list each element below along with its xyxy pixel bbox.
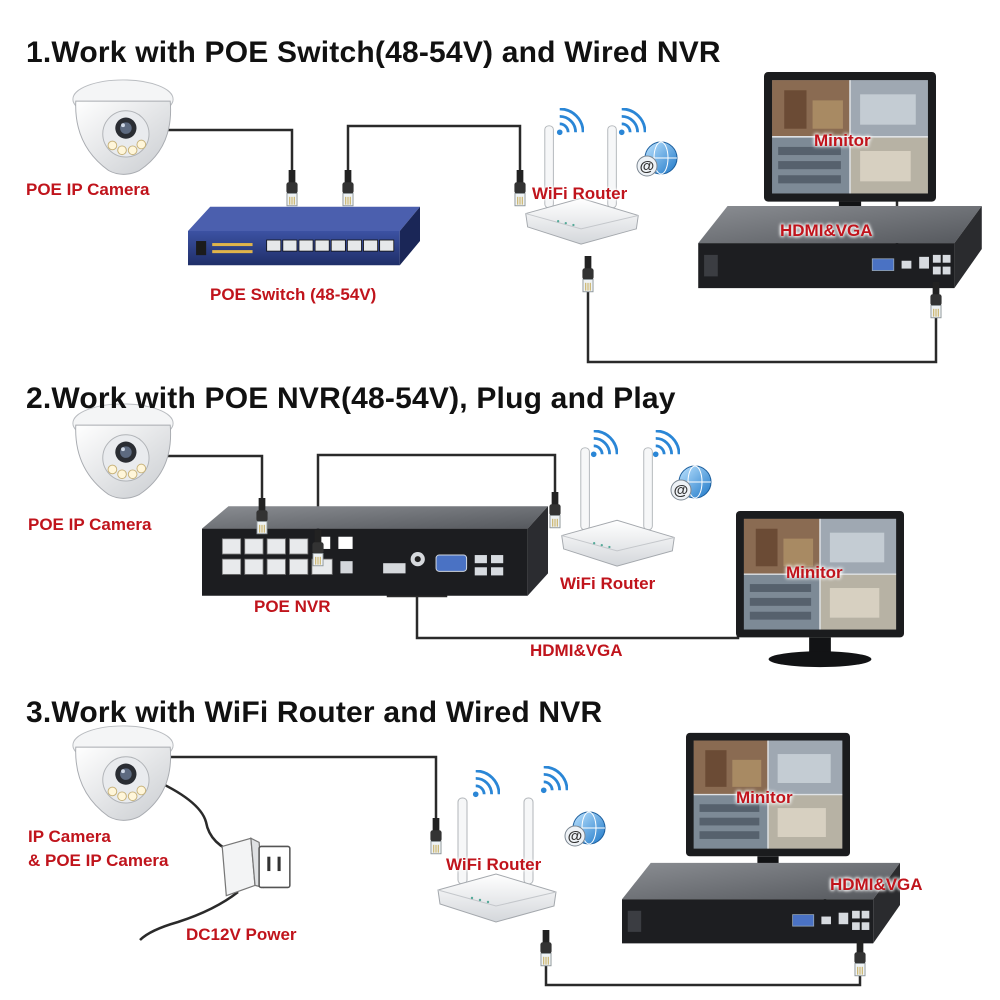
cable-power-lead-3 xyxy=(139,891,239,941)
cable-camera-to-router-3 xyxy=(165,755,438,820)
cable-nvr-to-monitor-2 xyxy=(415,596,740,640)
rj45-plug-icon xyxy=(255,498,269,535)
wifi-signal-icon xyxy=(556,108,584,136)
rj45-plug-icon xyxy=(285,170,299,207)
monitor-icon xyxy=(736,510,904,668)
wifi-signal-icon xyxy=(618,108,646,136)
cable-router-to-nvr-3 xyxy=(544,948,862,987)
rj45-plug-icon xyxy=(539,930,553,967)
hdmi-vga-label-3: HDMI&VGA xyxy=(830,875,923,894)
rj45-plug-icon xyxy=(341,170,355,207)
router-label-1: WiFi Router xyxy=(532,184,628,203)
nvr-label-2: POE NVR xyxy=(254,597,331,616)
rj45-plug-icon xyxy=(853,940,867,977)
cable-nvr-to-router-2 xyxy=(316,453,557,536)
rj45-plug-icon xyxy=(581,256,595,293)
monitor-label-2: Minitor xyxy=(786,563,843,582)
camera-label-2: POE IP Camera xyxy=(28,515,152,534)
wifi-signal-icon xyxy=(590,430,618,458)
internet-globe-icon xyxy=(670,465,712,501)
dome-camera-icon xyxy=(72,725,174,821)
internet-globe-icon xyxy=(636,141,678,177)
cable-camera-to-switch-1 xyxy=(150,128,294,172)
wifi-signal-icon xyxy=(472,770,500,798)
monitor-label-1: Minitor xyxy=(814,131,871,150)
nvr-recorder-icon xyxy=(698,206,982,289)
poe-nvr-icon xyxy=(202,506,548,597)
section-2-title: 2.Work with POE NVR(48-54V), Plug and Pl… xyxy=(26,382,676,415)
cable-router-to-nvr-1 xyxy=(586,265,938,364)
cable-switch-to-router-1 xyxy=(346,124,522,172)
wifi-signal-icon xyxy=(540,766,568,794)
rj45-plug-icon xyxy=(429,818,443,855)
rj45-plug-icon xyxy=(548,492,562,529)
section-3-title: 3.Work with WiFi Router and Wired NVR xyxy=(26,696,603,729)
dome-camera-icon xyxy=(72,403,174,499)
router-label-3: WiFi Router xyxy=(446,855,542,874)
router-label-2: WiFi Router xyxy=(560,574,656,593)
internet-globe-icon xyxy=(564,811,606,847)
camera-label-3-line1: IP Camera xyxy=(28,827,111,846)
rj45-plug-icon xyxy=(513,170,527,207)
camera-label-1: POE IP Camera xyxy=(26,180,150,199)
monitor-icon xyxy=(686,732,850,886)
camera-label-3-line2: & POE IP Camera xyxy=(28,851,169,870)
monitor-label-3: Minitor xyxy=(736,788,793,807)
switch-label-1: POE Switch (48-54V) xyxy=(210,285,377,304)
wifi-signal-icon xyxy=(652,430,680,458)
dome-camera-icon xyxy=(72,79,174,175)
power-adapter-icon xyxy=(221,837,291,897)
power-label-3: DC12V Power xyxy=(186,925,297,944)
poe-switch-icon xyxy=(188,206,420,266)
cable-camera-to-nvr-2 xyxy=(150,454,264,506)
hdmi-vga-label-1: HDMI&VGA xyxy=(780,221,873,240)
hdmi-vga-label-2: HDMI&VGA xyxy=(530,641,623,660)
wifi-router-icon xyxy=(561,447,675,567)
section-1-title: 1.Work with POE Switch(48-54V) and Wired… xyxy=(26,36,721,69)
